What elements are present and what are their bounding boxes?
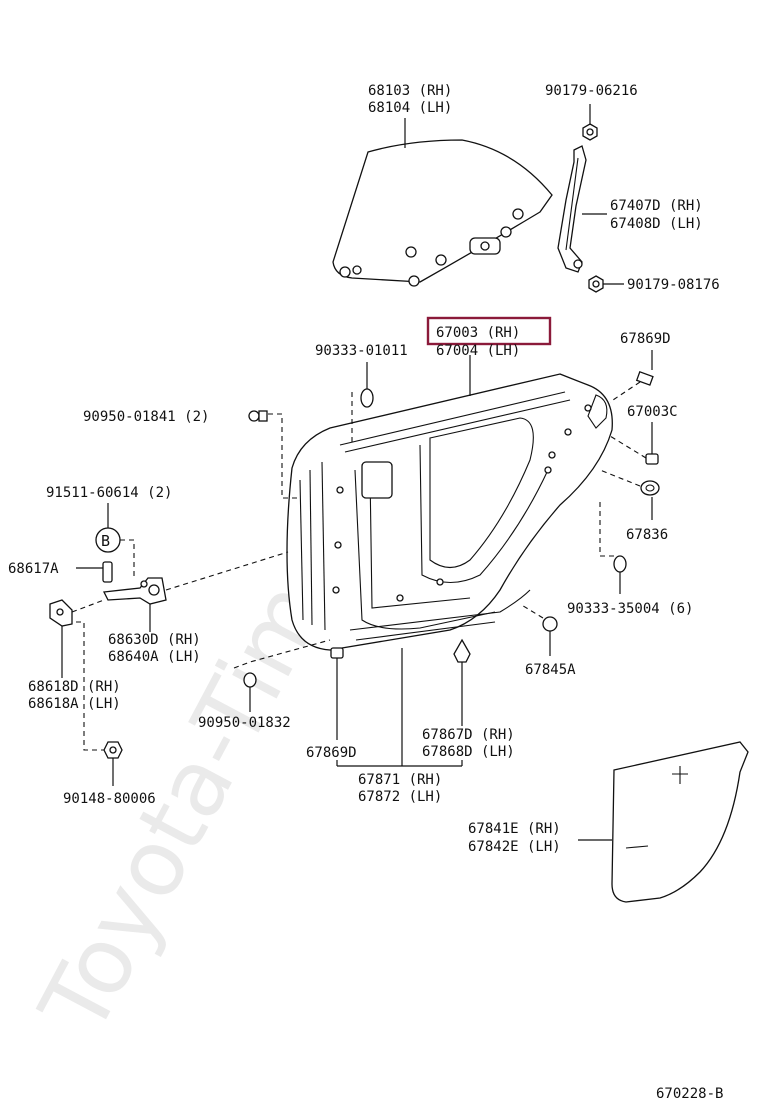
plug-90333-01011	[351, 362, 374, 445]
label-check-lh: 68640A (LH)	[108, 649, 201, 665]
label-clip-67003c: 67003C	[627, 404, 678, 420]
bolt-90148-80006	[103, 741, 123, 786]
label-bolt-hinge-bottom: 90148-80006	[63, 791, 156, 807]
label-clip-right-top: 67869D	[620, 331, 671, 347]
label-panel-rh: 67003 (RH)	[436, 325, 520, 341]
label-check-rh: 68630D (RH)	[108, 632, 201, 648]
label-clip-67845a: 67845A	[525, 662, 576, 678]
clip-67869d-bottom	[330, 647, 344, 740]
grommet-67836	[599, 469, 660, 520]
label-clip-left-bottom: 67869D	[306, 745, 357, 761]
label-weather-lh: 67872 (LH)	[358, 789, 442, 805]
door-panel	[286, 373, 613, 651]
label-bolt-hinge: 91511-60614 (2)	[46, 485, 172, 501]
label-grommet-67836: 67836	[626, 527, 668, 543]
service-hole-cover	[611, 741, 749, 903]
label-bolt-top: 90179-06216	[545, 83, 638, 99]
bolt-90950-01832	[233, 639, 331, 712]
pin-68617a	[76, 561, 113, 583]
check-68630d	[103, 551, 289, 632]
label-bolt-left-top: 90950-01841 (2)	[83, 409, 209, 425]
highlight-box	[426, 316, 552, 346]
callout-b: B	[95, 527, 135, 578]
clip-67869d-top	[609, 350, 654, 403]
label-frame-rh: 67407D (RH)	[610, 198, 703, 214]
label-weather-rh: 67871 (RH)	[358, 772, 442, 788]
label-frame-lh: 67408D (LH)	[610, 216, 703, 232]
callout-b-text: B	[101, 532, 110, 550]
label-hinge-rh: 68618D (RH)	[28, 679, 121, 695]
label-cover-rh: 67841E (RH)	[468, 821, 561, 837]
label-bolt-bottom: 90950-01832	[198, 715, 291, 731]
plug-90333-35004	[599, 500, 627, 594]
rear-frame	[557, 145, 587, 273]
label-panel-lh: 67004 (LH)	[436, 343, 520, 359]
label-plug-right: 90333-35004 (6)	[567, 601, 693, 617]
label-retainer-lh: 67868D (LH)	[422, 744, 515, 760]
clip-67845a	[519, 603, 558, 656]
clip-67003c	[609, 422, 659, 465]
diagram-id: 670228-B	[656, 1086, 723, 1102]
bolt-90950-01841	[248, 410, 300, 499]
bolt-90179-06216	[582, 104, 598, 141]
label-bolt-frame: 90179-08176	[627, 277, 720, 293]
label-cover-lh: 67842E (LH)	[468, 839, 561, 855]
label-plug-top: 90333-01011	[315, 343, 408, 359]
door-glass	[332, 118, 553, 287]
label-retainer-rh: 67867D (RH)	[422, 727, 515, 743]
hinge-68618d	[49, 599, 105, 751]
label-glass-rh: 68103 (RH)	[368, 83, 452, 99]
label-hinge-lh: 68618A (LH)	[28, 696, 121, 712]
bolt-90179-08176	[588, 275, 624, 293]
retainer-67867d	[453, 638, 471, 726]
label-glass-lh: 68104 (LH)	[368, 100, 452, 116]
label-pin-68617a: 68617A	[8, 561, 59, 577]
